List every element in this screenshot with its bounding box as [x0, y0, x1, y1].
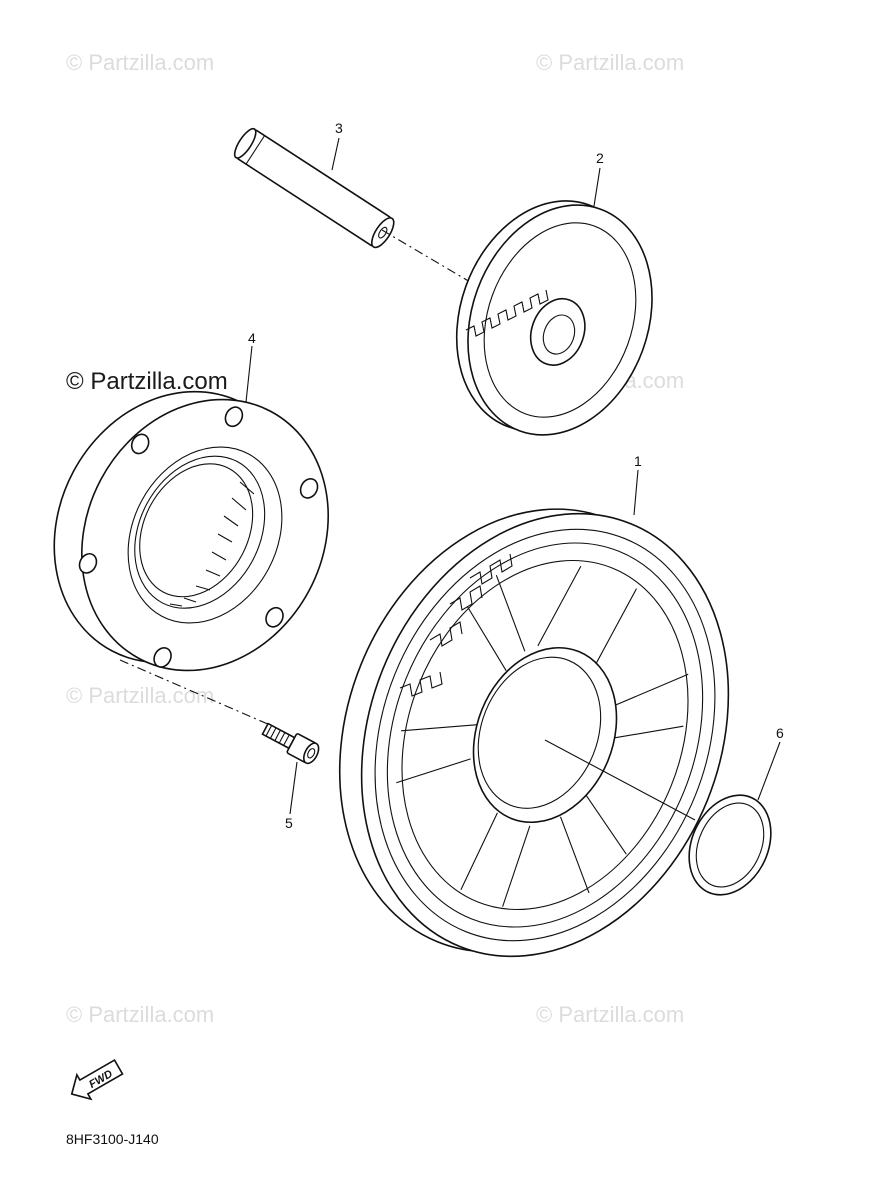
callout-1: 1 — [634, 453, 642, 469]
watermark: © Partzilla.com — [66, 683, 214, 708]
diagram-code: 8HF3100-J140 — [66, 1131, 159, 1147]
part-1-starter-gear[interactable] — [275, 450, 792, 1016]
callout-leaders — [245, 137, 781, 815]
callout-2: 2 — [596, 150, 604, 166]
fwd-arrow-icon: FWD — [70, 1058, 124, 1101]
sprag-rollers — [169, 481, 255, 607]
callout-6: 6 — [776, 725, 784, 741]
callout-labels: 3 2 4 1 5 6 — [248, 120, 784, 831]
part-4-one-way-clutch[interactable] — [8, 343, 375, 719]
part-3-shaft[interactable] — [231, 126, 398, 251]
watermark: © Partzilla.com — [536, 50, 684, 75]
part-5-bolt[interactable] — [260, 719, 322, 766]
watermark: © Partzilla.com — [66, 50, 214, 75]
callout-5: 5 — [285, 815, 293, 831]
gear-teeth — [399, 553, 513, 697]
callout-3: 3 — [335, 120, 343, 136]
watermark: © Partzilla.com — [536, 1002, 684, 1027]
part-6-washer[interactable] — [674, 782, 787, 908]
centerline — [544, 739, 696, 821]
gear-teeth — [465, 289, 549, 337]
callout-4: 4 — [248, 330, 256, 346]
part-2-idle-gear[interactable] — [426, 175, 683, 461]
fwd-label: FWD — [87, 1068, 115, 1091]
watermark: © Partzilla.com — [66, 1002, 214, 1027]
centerline — [119, 659, 271, 726]
watermark-main: © Partzilla.com — [66, 368, 228, 395]
